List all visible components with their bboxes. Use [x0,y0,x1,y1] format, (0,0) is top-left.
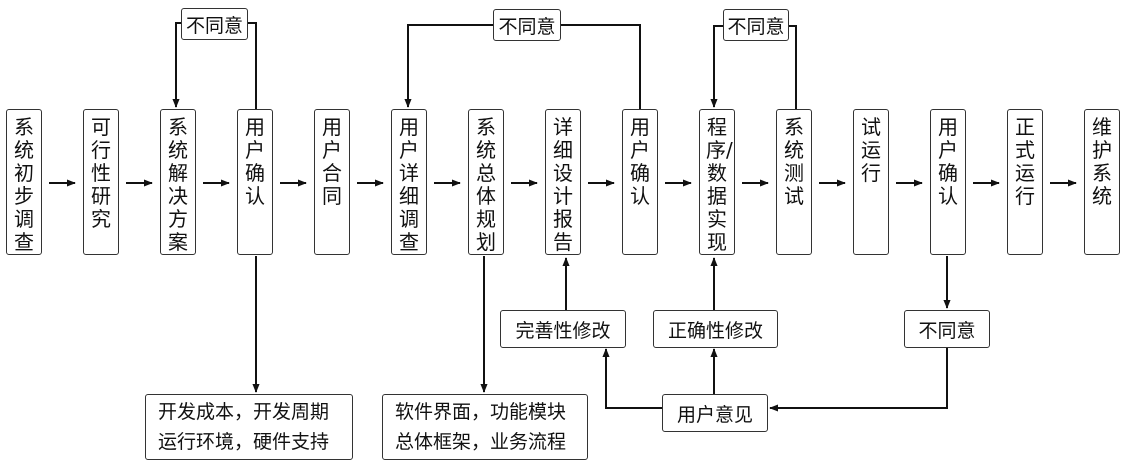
loop-s11-to-s10 [789,25,797,109]
stage-system-solution: 系统解决方案 [160,109,196,255]
stage-formal-run: 正式运行 [1007,109,1043,255]
plan-line-1: 软件界面，功能模块 [395,401,567,423]
loop-s4-to-s3-return [172,22,181,108]
stage-system-initial-survey: 系统初步调查 [6,109,42,255]
arrow-disagree-to-opinion [769,347,948,412]
loop-s9-to-s6 [561,24,641,109]
cost-line-2: 运行环境，硬件支持 [158,431,330,453]
cost-environment-box: 开发成本，开发周期 运行环境，硬件支持 [145,394,353,460]
disagree-text: 不同意 [727,15,785,38]
stage-label: 用户合同 [322,115,342,208]
correctness-revision-box: 正确性修改 [653,310,778,348]
disagree-text: 不同意 [498,15,556,38]
stage-system-test: 系统测试 [776,109,812,255]
plan-line-2: 总体框架，业务流程 [395,431,567,453]
stage-label: 系统测试 [784,115,804,208]
loop-s11-to-s10-return [710,25,723,108]
stage-trial-run: 试运行 [853,109,889,255]
user-opinion-box: 用户意见 [662,394,768,432]
stage-user-detailed-survey: 用户详细调查 [391,109,427,255]
correctness-text: 正确性修改 [667,319,763,342]
stage-label: 系统解决方案 [168,115,188,254]
user-opinion-text: 用户意见 [676,403,753,426]
interface-framework-box: 软件界面，功能模块 总体框架，业务流程 [382,394,588,460]
stage-detailed-design-report: 详细设计报告 [545,109,581,255]
cost-line-1: 开发成本，开发周期 [158,401,330,423]
stage-label: 用户详细调查 [399,115,419,254]
arrow-opinion-to-completeness [602,348,662,409]
stage-user-confirm-2: 用户确认 [622,109,658,255]
stage-label: 程序/数据实现 [706,115,733,254]
loop-s9-to-s6-return [404,24,493,108]
stage-label: 系统总体规划 [476,115,496,254]
stage-user-confirm-3: 用户确认 [930,109,966,255]
disagree-label-2: 不同意 [493,9,561,41]
stage-label: 系统初步调查 [14,115,34,254]
completeness-text: 完善性修改 [515,319,611,342]
stage-label: 用户确认 [245,115,265,208]
disagree-text: 不同意 [185,14,243,37]
stage-user-confirm-1: 用户确认 [237,109,273,255]
stage-maintain-system: 维护系统 [1084,109,1120,255]
stage-user-contract: 用户合同 [314,109,350,255]
stage-program-data-impl: 程序/数据实现 [699,109,735,255]
stage-label: 试运行 [861,115,881,185]
stage-label: 可行性研究 [91,115,111,231]
stage-label: 用户确认 [938,115,958,208]
stage-label: 正式运行 [1015,115,1035,208]
disagree-label-3: 不同意 [723,9,789,41]
stage-feasibility-study: 可行性研究 [83,109,119,255]
stage-system-overall-plan: 系统总体规划 [468,109,504,255]
completeness-revision-box: 完善性修改 [500,310,626,348]
stage-label: 详细设计报告 [553,115,573,254]
stage-label: 用户确认 [630,115,650,208]
disagree-label-1: 不同意 [181,8,248,40]
disagree-label-4: 不同意 [904,310,990,348]
loop-s4-to-s3 [248,22,257,109]
disagree-text: 不同意 [918,319,976,342]
stage-label: 维护系统 [1092,115,1112,208]
